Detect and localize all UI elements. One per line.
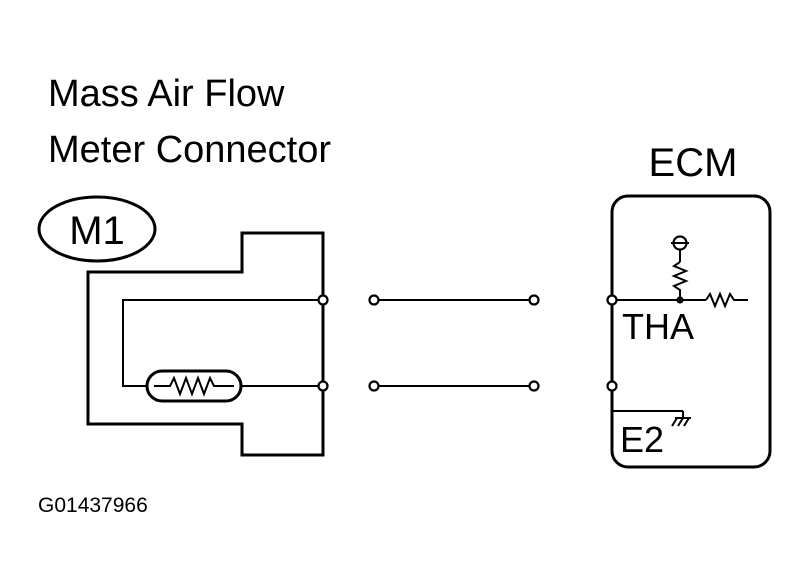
harness-wire-e2	[368, 380, 540, 392]
connector-id-label: M1	[69, 209, 125, 253]
ground-icon	[671, 417, 691, 427]
connector-housing	[86, 231, 325, 457]
intake-air-temp-thermistor	[145, 369, 243, 403]
sensor-pin-e2	[317, 380, 329, 392]
ecm-tha-node	[676, 296, 684, 304]
ecm-input-resistor	[705, 291, 748, 309]
ecm-terminal-tha-label: THA	[622, 306, 694, 347]
ecm-pin-tha	[606, 294, 618, 306]
sensor-title-line1: Mass Air Flow	[48, 73, 285, 115]
sensor-title-line2: Meter Connector	[48, 129, 331, 171]
figure-code: G01437966	[38, 494, 148, 517]
ecm-box	[610, 194, 772, 469]
ecm-tha-circuit	[612, 235, 748, 309]
connector-id-badge: M1	[37, 195, 157, 263]
sensor-internal-wiring	[122, 299, 323, 387]
harness-wire-tha	[368, 294, 540, 306]
ecm-label: ECM	[649, 141, 738, 185]
ecm-terminal-e2-label: E2	[620, 419, 664, 460]
ecm-pull-up-resistor	[671, 261, 689, 300]
ecm-pin-e2	[606, 380, 618, 392]
sensor-pin-tha	[317, 294, 329, 306]
